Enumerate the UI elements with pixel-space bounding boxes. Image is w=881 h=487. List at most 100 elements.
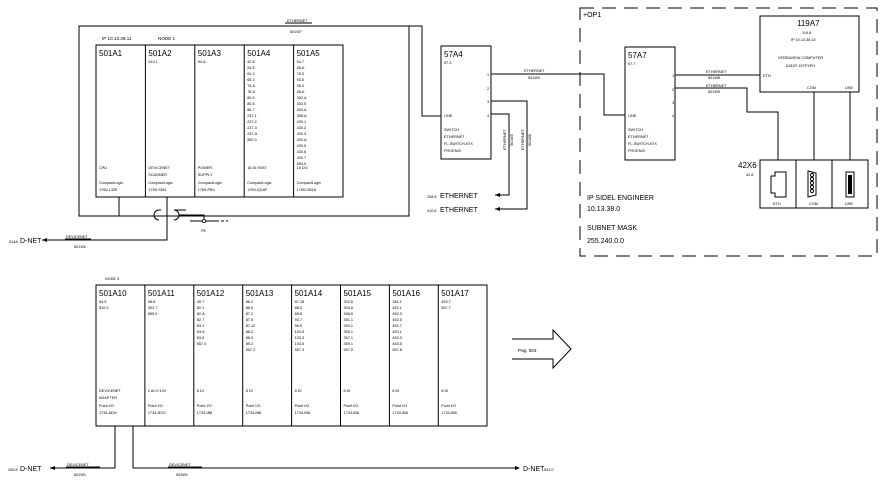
module-desc-0: 8 DI	[392, 389, 399, 393]
module-value: 42.8	[247, 60, 254, 64]
page-ref[interactable]: Pag. 503	[518, 348, 537, 353]
dnet-out-ref: 503.0	[544, 468, 554, 472]
switch2-box	[624, 46, 676, 161]
module-value: 381.1	[392, 300, 402, 304]
module-value: 355.1	[344, 330, 354, 334]
module-card: 501A442.854.861.365.374.A78.A80.580.886.…	[243, 45, 272, 197]
module-value: 78.A	[247, 90, 255, 94]
module-value: 54.5	[99, 300, 106, 304]
arrow-left-icon	[42, 238, 47, 242]
module-value: 58.A	[297, 66, 305, 70]
usb-port-inner	[848, 175, 852, 194]
switch1-desc-1: ETHERNET	[444, 135, 465, 139]
dnet-text: D-NET	[20, 238, 42, 245]
module-value: 237.2	[247, 120, 257, 124]
module-id: 501A2	[148, 49, 172, 58]
db9-port-icon	[807, 170, 817, 198]
module-value: 103.3	[295, 336, 305, 340]
switch2-desc-2: FL-SWITCH-5TX	[628, 142, 657, 146]
module-value: 353.1	[344, 324, 354, 328]
switch1-line: LINE	[444, 114, 453, 118]
dnet-out-wire	[132, 426, 518, 469]
module-value: 86.5	[246, 306, 253, 310]
module-desc-0: 2 AI 0÷10V	[148, 389, 167, 393]
switch2-desc-1: ETHERNET	[628, 135, 649, 139]
module-card: 501A1245.782.182.A82.783.183.A83.8557.08…	[193, 285, 225, 426]
module-value: 61.3	[247, 72, 254, 76]
module-family: Point I/O	[344, 404, 359, 408]
computer-id: 119A7	[797, 19, 820, 28]
module-family: Point I/O	[99, 404, 114, 408]
dnet-out-cable: 503W1	[176, 473, 188, 477]
devicenet-cable: 501W2	[74, 245, 86, 249]
module-value: 452.5	[392, 318, 402, 322]
switch1-port-4: 4	[487, 114, 489, 118]
cpu-wire	[79, 197, 120, 217]
module-value: 83.8	[197, 336, 204, 340]
switch2-line: LINE	[628, 114, 637, 118]
module-value: 430.A	[297, 138, 307, 142]
module-value: 45.7	[197, 300, 204, 304]
switch1-sub: 57.3	[444, 61, 451, 65]
module-value: 82.7	[197, 318, 204, 322]
module-value: 453.7	[441, 300, 451, 304]
module-value: 88.2	[246, 330, 253, 334]
module-card: 501A554.758.A78.393.598.398.A302.A302.53…	[293, 45, 321, 197]
dnet-out-text: D-NET	[523, 466, 545, 473]
module-value: 88.5	[246, 336, 253, 340]
arrow-left-icon	[50, 466, 55, 470]
switch1-port4-cable-0: ETHERNET	[503, 129, 507, 150]
op1-ip-line-0: IP SIDEL ENGINEER	[587, 195, 654, 202]
rack2: NODE 3 501A1054.5510.9DEVICENETADAPTERPo…	[8, 277, 572, 477]
eth-out-1-ref: 208.8	[427, 195, 437, 199]
rack1-modules-frame	[95, 44, 344, 198]
arrow-right-icon	[515, 466, 520, 470]
module-desc-0: DEVICENET	[148, 166, 170, 170]
devicenet-label: DEVICENET	[66, 235, 88, 239]
dnet-ref: 514A	[9, 240, 18, 244]
module-value: 89.5	[295, 312, 302, 316]
dnet-in-wire	[50, 426, 116, 469]
module-value: 555.0	[148, 312, 158, 316]
module-value: 104.5	[295, 330, 305, 334]
rj45-port-icon	[770, 171, 787, 198]
module-value: 87.18	[295, 300, 305, 304]
module-value: 308.6	[344, 312, 354, 316]
module-card: 501A2510.1DEVICENETSCANNERCompactLogix17…	[144, 45, 173, 197]
switch1-port3-cable-1: 501W6	[528, 134, 532, 146]
page-ref-arrow-icon[interactable]	[512, 328, 572, 370]
module-part: 1734-IE2V	[148, 411, 166, 415]
switch1-port-1: 1	[487, 73, 489, 77]
module-id: 501A14	[295, 289, 323, 298]
module-value: 237.1	[247, 114, 257, 118]
module-id: 501A16	[392, 289, 420, 298]
switch2-port2-wire	[675, 87, 779, 160]
module-id: 501A13	[246, 289, 274, 298]
dnet-out-label: DEVICENET	[169, 463, 191, 467]
module-family: CompactLogix	[198, 181, 222, 185]
module-value: 65.3	[247, 78, 254, 82]
module-desc-0: 16 DI FAST	[247, 166, 267, 170]
module-value: 87.12	[246, 324, 256, 328]
module-value: 237.A	[247, 132, 257, 136]
module-id: 501A17	[441, 289, 469, 298]
module-value: 357.1	[344, 336, 354, 340]
connector-port-usb: USB	[845, 202, 853, 206]
switch2-port2-cable-0: ETHERNET	[706, 84, 727, 88]
connector-sub: 42.8	[746, 173, 753, 177]
module-part: 1734-IB8	[344, 411, 359, 415]
connector-id: 42X6	[738, 161, 757, 170]
module-desc-0: 8 DI	[344, 389, 351, 393]
eth-out-2-ref: 410.8	[427, 209, 437, 213]
op1-ip-line-3: 255.240.0.0	[587, 238, 624, 245]
module-id: 501A11	[148, 289, 176, 298]
module-family: CompactLogix	[148, 181, 172, 185]
connector-eth-cell	[759, 159, 797, 209]
module-part: 1769-SDN	[148, 188, 166, 192]
devicenet-wire	[42, 197, 168, 241]
module-value: 87.5	[246, 318, 253, 322]
switch1-port4-wire	[491, 113, 510, 196]
switch2-id: 57A7	[628, 51, 647, 60]
